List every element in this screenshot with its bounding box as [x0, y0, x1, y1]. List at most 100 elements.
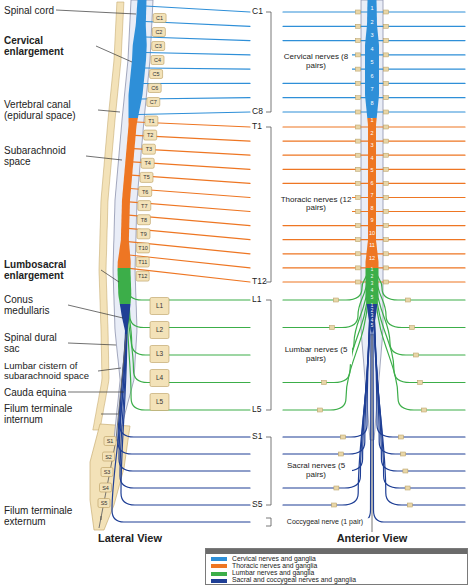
legend-swatch — [211, 572, 227, 576]
ganglion — [356, 125, 361, 129]
vertebra — [150, 370, 169, 387]
vertebra — [150, 346, 169, 363]
leader-line — [96, 46, 132, 62]
ganglion — [356, 153, 361, 157]
spinal-nerve — [283, 277, 368, 328]
ganglion — [384, 153, 389, 157]
vertebra — [152, 42, 165, 51]
group-bracket — [266, 127, 271, 282]
filum-terminale — [116, 334, 126, 440]
segment-number: 12 — [364, 254, 380, 260]
spinal-nerve — [128, 228, 250, 239]
spinal-nerve — [121, 326, 250, 505]
vertebra — [150, 298, 169, 315]
leader-line — [68, 392, 124, 393]
spinal-nerve — [129, 215, 250, 226]
segment-number: 1 — [364, 117, 380, 123]
leader-line — [101, 414, 118, 415]
ganglion — [399, 435, 404, 439]
segment-number: 2 — [364, 18, 380, 24]
spinal-nerve — [283, 291, 368, 383]
vertebra — [142, 144, 155, 154]
spinal-nerve — [127, 298, 250, 410]
ganglion — [356, 167, 361, 171]
ganglion — [341, 435, 346, 439]
spinal-nerve — [283, 306, 370, 437]
ganglion — [384, 125, 389, 129]
segment-number: 4 — [364, 154, 380, 160]
vertebra — [139, 187, 152, 197]
nerve-level-label: L5 — [252, 405, 261, 414]
ganglion — [414, 353, 419, 357]
vertebra-label: C6 — [148, 85, 161, 91]
ganglion — [356, 53, 361, 57]
ganglion — [403, 469, 408, 473]
segment-number: 11 — [364, 242, 380, 248]
ganglion — [405, 486, 410, 490]
vertebra — [152, 28, 165, 37]
group-bracket — [266, 437, 271, 505]
vertebra-label: C2 — [152, 29, 165, 35]
ganglion — [334, 298, 339, 302]
nerve-group-label: Sacral nerves (5 pairs) — [280, 462, 352, 480]
vertebra-label: S2 — [103, 453, 115, 459]
vertebra — [144, 130, 157, 140]
vertebra — [150, 394, 169, 411]
legend-header — [206, 549, 467, 554]
group-bracket — [266, 300, 271, 410]
leader-line — [101, 270, 119, 282]
vertebra-label: L3 — [150, 350, 169, 357]
ganglion — [356, 181, 361, 185]
segment-number: 5 — [364, 59, 380, 65]
segment-number: 8 — [364, 204, 380, 210]
nerve-level-label: T1 — [252, 122, 262, 131]
spinal-nerve — [118, 311, 250, 454]
leader-line — [86, 156, 122, 160]
ganglion — [384, 252, 389, 256]
anatomy-label: Cervical enlargement — [4, 35, 94, 57]
spinal-nerve — [119, 316, 250, 471]
spinal-cord — [365, 0, 379, 118]
leader-line — [56, 10, 136, 14]
ganglion — [356, 139, 361, 143]
segment-number: 1 — [364, 268, 380, 273]
ganglion — [338, 452, 343, 456]
segment-number: 3 — [364, 282, 380, 287]
nerve-group-label: Thoracic nerves (12 pairs) — [280, 196, 352, 214]
vertebra-label: S1 — [104, 438, 116, 444]
ganglion — [384, 196, 389, 200]
leader-line — [98, 368, 121, 371]
legend-text: Lumbar nerves and ganglia — [232, 570, 314, 577]
vertebra — [151, 56, 164, 65]
ganglion — [384, 10, 389, 14]
ganglion — [330, 326, 335, 330]
leader-line — [98, 110, 120, 112]
ganglion — [418, 381, 423, 385]
legend-text: Cervical nerves and ganglia — [232, 556, 316, 563]
ganglion — [356, 266, 361, 270]
segment-number: 1 — [364, 5, 380, 11]
ganglion — [384, 280, 389, 284]
segment-number: 7 — [364, 86, 380, 92]
nerve-group-label: Lumbar nerves (5 pairs) — [280, 346, 352, 364]
ganglion — [384, 24, 389, 28]
anatomy-label: Subarachnoid space — [4, 145, 84, 167]
nerve-level-label: L1 — [252, 295, 261, 304]
vertebra — [137, 243, 150, 253]
anatomy-label: Conus medullaris — [4, 294, 66, 316]
ganglion — [384, 181, 389, 185]
ganglion — [406, 298, 411, 302]
ganglion — [384, 39, 389, 43]
ganglion — [322, 381, 327, 385]
segment-number: 5 — [364, 296, 380, 301]
spinal-nerve — [112, 332, 250, 522]
spinal-nerve — [129, 255, 250, 268]
ganglion — [356, 196, 361, 200]
vertebra — [137, 229, 150, 239]
spinal-nerve — [376, 291, 465, 383]
nerve-level-label: T12 — [252, 277, 267, 286]
nerve-level-label: S5 — [252, 500, 262, 509]
vertebra-label: C7 — [147, 99, 160, 105]
